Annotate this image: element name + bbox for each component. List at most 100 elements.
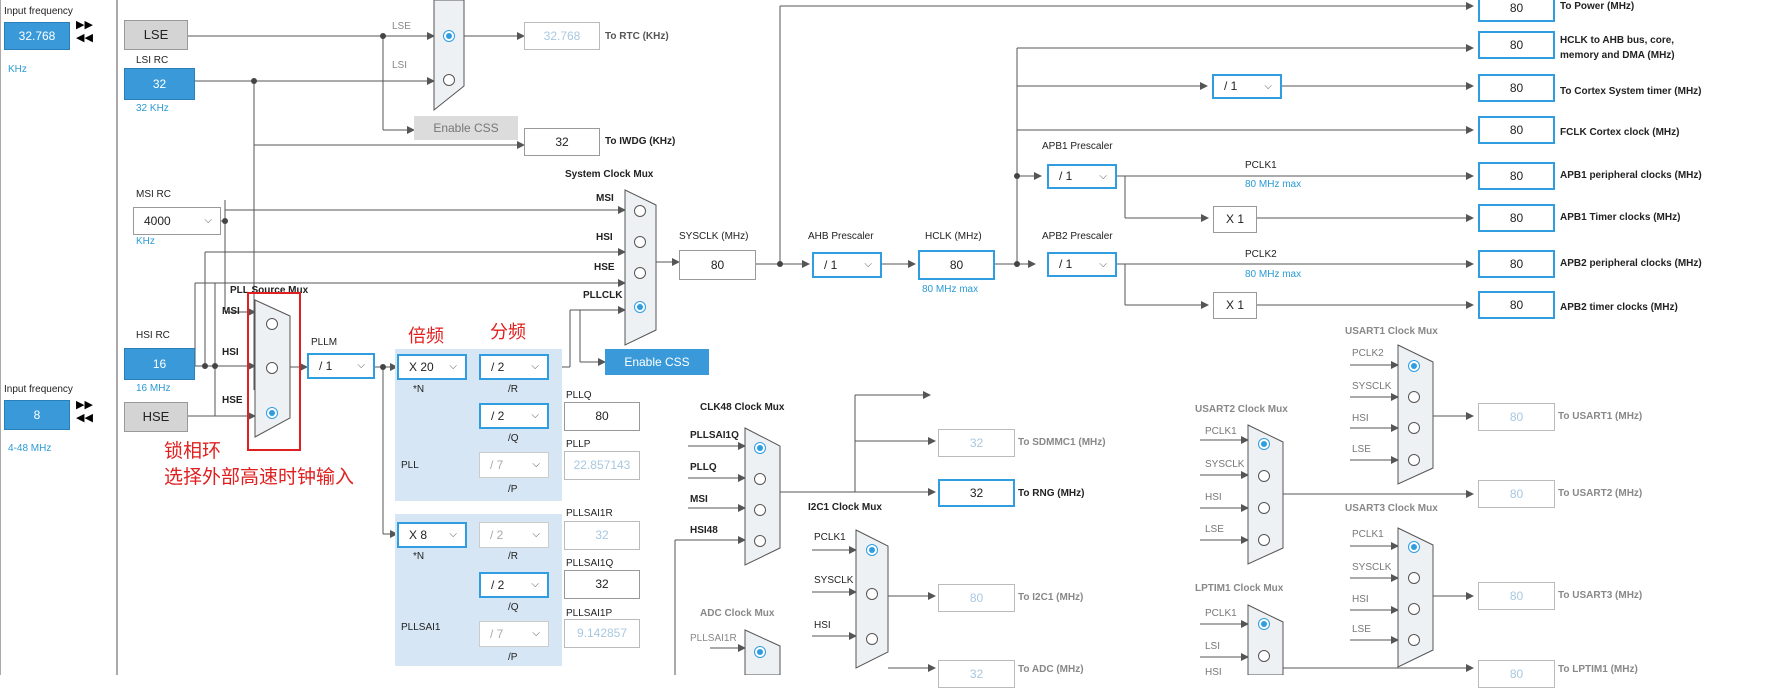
sysclk-mux-pllclk-radio[interactable]	[634, 301, 646, 313]
clk48-in-msi: MSI	[690, 494, 708, 505]
output-fclk-value[interactable]: 80	[1478, 116, 1555, 144]
lse-input-frequency[interactable]: 32.768	[4, 22, 70, 50]
chevron-down-icon: ⌵	[532, 459, 540, 470]
lsi-unit: 32 KHz	[136, 103, 169, 114]
usart3-hsi-radio[interactable]	[1408, 603, 1420, 615]
pll-q-label: /Q	[508, 433, 519, 444]
pll-q-select[interactable]: / 2 ⌵	[479, 403, 549, 429]
output-apb2-timer-value[interactable]: 80	[1478, 291, 1555, 319]
output-hclk-label: HCLK to AHB bus, core,	[1560, 35, 1675, 46]
pllp-value: 22.857143	[564, 451, 640, 480]
usart2-output-value: 80	[1478, 480, 1555, 508]
usart1-hsi-radio[interactable]	[1408, 422, 1420, 434]
pllsai1-n-label: *N	[413, 551, 425, 562]
usart1-lse-radio[interactable]	[1408, 454, 1420, 466]
usart3-lse-radio[interactable]	[1408, 634, 1420, 646]
pll-src-msi-radio[interactable]	[266, 318, 278, 330]
chevron-down-icon: ⌵	[449, 361, 457, 372]
output-cortex-timer-value[interactable]: 80	[1478, 74, 1555, 102]
ahb-prescaler-select[interactable]: / 1 ⌵	[812, 252, 882, 278]
usart2-in-hsi: HSI	[1205, 492, 1222, 503]
pll-source-highlight	[247, 292, 301, 451]
rtc-mux-lse-radio[interactable]	[443, 30, 455, 42]
lse-oscillator[interactable]: LSE	[124, 20, 188, 50]
sysclk-enable-css-button[interactable]: Enable CSS	[605, 349, 709, 375]
msi-frequency-select[interactable]: 4000 ⌵	[133, 207, 221, 235]
usart3-in-sysclk: SYSCLK	[1352, 562, 1392, 573]
usart3-sysclk-radio[interactable]	[1408, 572, 1420, 584]
hse-oscillator[interactable]: HSE	[124, 402, 188, 432]
msi-value: 4000	[144, 214, 171, 228]
pll-n-value: X 20	[409, 360, 434, 374]
i2c1-hsi-radio[interactable]	[866, 633, 878, 645]
usart3-pclk1-radio[interactable]	[1408, 541, 1420, 553]
apb1-timer-multiplier: X 1	[1213, 206, 1257, 233]
output-apb1-peripheral-value[interactable]: 80	[1478, 162, 1555, 190]
output-power-label: To Power (MHz)	[1560, 1, 1635, 12]
pllsai1-n-select[interactable]: X 8 ⌵	[397, 522, 467, 548]
clk48-msi-radio[interactable]	[754, 504, 766, 516]
apb1-prescaler-select[interactable]: / 1 ⌵	[1047, 164, 1117, 189]
pll-src-hsi-radio[interactable]	[266, 362, 278, 374]
pllsai1-r-label: /R	[508, 551, 518, 562]
usart3-output-label: To USART3 (MHz)	[1558, 590, 1643, 601]
adc-pllsai1r-radio[interactable]	[754, 646, 766, 658]
pll-n-select[interactable]: X 20 ⌵	[397, 354, 467, 380]
pllsai1-p-select[interactable]: / 7 ⌵	[479, 621, 549, 647]
rng-output-value[interactable]: 32	[938, 479, 1015, 507]
pllsai1p-label: PLLSAI1P	[566, 608, 613, 619]
output-power-value[interactable]: 80	[1478, 0, 1555, 22]
i2c1-sysclk-radio[interactable]	[866, 588, 878, 600]
cortex-timer-divider-select[interactable]: / 1 ⌵	[1212, 74, 1282, 99]
usart2-pclk1-radio[interactable]	[1258, 438, 1270, 450]
annotation-pll-line2: 选择外部高速时钟输入	[164, 467, 355, 488]
usart2-in-lse: LSE	[1205, 524, 1224, 535]
rtc-mux-lse-label: LSE	[392, 21, 411, 32]
output-hclk-value[interactable]: 80	[1478, 31, 1555, 59]
sysclk-mux-hse-radio[interactable]	[634, 267, 646, 279]
lptim1-lsi-radio[interactable]	[1258, 650, 1270, 662]
usart1-pclk2-radio[interactable]	[1408, 360, 1420, 372]
sdmmc1-output-value: 32	[938, 429, 1015, 457]
hclk-value[interactable]: 80	[918, 250, 995, 280]
usart2-lse-radio[interactable]	[1258, 534, 1270, 546]
output-apb1-timer-value[interactable]: 80	[1478, 204, 1555, 232]
sysclk-mux-hsi-radio[interactable]	[634, 236, 646, 248]
chevron-down-icon: ⌵	[1264, 81, 1272, 92]
apb2-prescaler-select[interactable]: / 1 ⌵	[1047, 252, 1117, 277]
pll-src-hse-radio[interactable]	[266, 407, 278, 419]
usart1-in-pclk2: PCLK2	[1352, 348, 1384, 359]
hclk-max: 80 MHz max	[922, 284, 979, 295]
lptim1-pclk1-radio[interactable]	[1258, 618, 1270, 630]
rtc-enable-css-button[interactable]: Enable CSS	[414, 116, 518, 140]
clk48-hsi48-radio[interactable]	[754, 535, 766, 547]
pclk1-label: PCLK1	[1245, 160, 1277, 171]
usart2-hsi-radio[interactable]	[1258, 502, 1270, 514]
ahb-prescaler-label: AHB Prescaler	[808, 231, 874, 242]
usart3-mux-shape	[1397, 527, 1434, 668]
lse-input-label: Input frequency	[4, 6, 73, 17]
apb2-prescaler-label: APB2 Prescaler	[1042, 231, 1113, 242]
clk48-pllq-radio[interactable]	[754, 473, 766, 485]
usart1-sysclk-radio[interactable]	[1408, 391, 1420, 403]
usart2-sysclk-radio[interactable]	[1258, 470, 1270, 482]
pllsai1-r-select[interactable]: / 2 ⌵	[479, 522, 549, 548]
i2c1-pclk1-radio[interactable]	[866, 544, 878, 556]
pllsai1-p-value: / 7	[490, 627, 504, 641]
usart1-mux-shape	[1397, 344, 1434, 485]
clk48-pllsai1q-radio[interactable]	[754, 442, 766, 454]
system-clock-mux-title: System Clock Mux	[565, 169, 654, 180]
lsi-label: LSI RC	[136, 55, 169, 66]
msi-unit: KHz	[136, 236, 155, 247]
hse-input-frequency[interactable]: 8	[4, 400, 70, 430]
pll-p-select[interactable]: / 7 ⌵	[479, 452, 549, 478]
pllsai1-q-select[interactable]: / 2 ⌵	[479, 572, 549, 598]
sysclk-mux-msi-radio[interactable]	[634, 205, 646, 217]
pll-q-value: / 2	[491, 409, 505, 423]
lptim1-output-value: 80	[1478, 660, 1555, 688]
output-apb2-peripheral-value[interactable]: 80	[1478, 250, 1555, 278]
pll-r-select[interactable]: / 2 ⌵	[479, 354, 549, 380]
rtc-mux-lsi-radio[interactable]	[443, 74, 455, 86]
pllm-select[interactable]: / 1 ⌵	[307, 353, 375, 379]
adc-output-label: To ADC (MHz)	[1018, 664, 1084, 675]
